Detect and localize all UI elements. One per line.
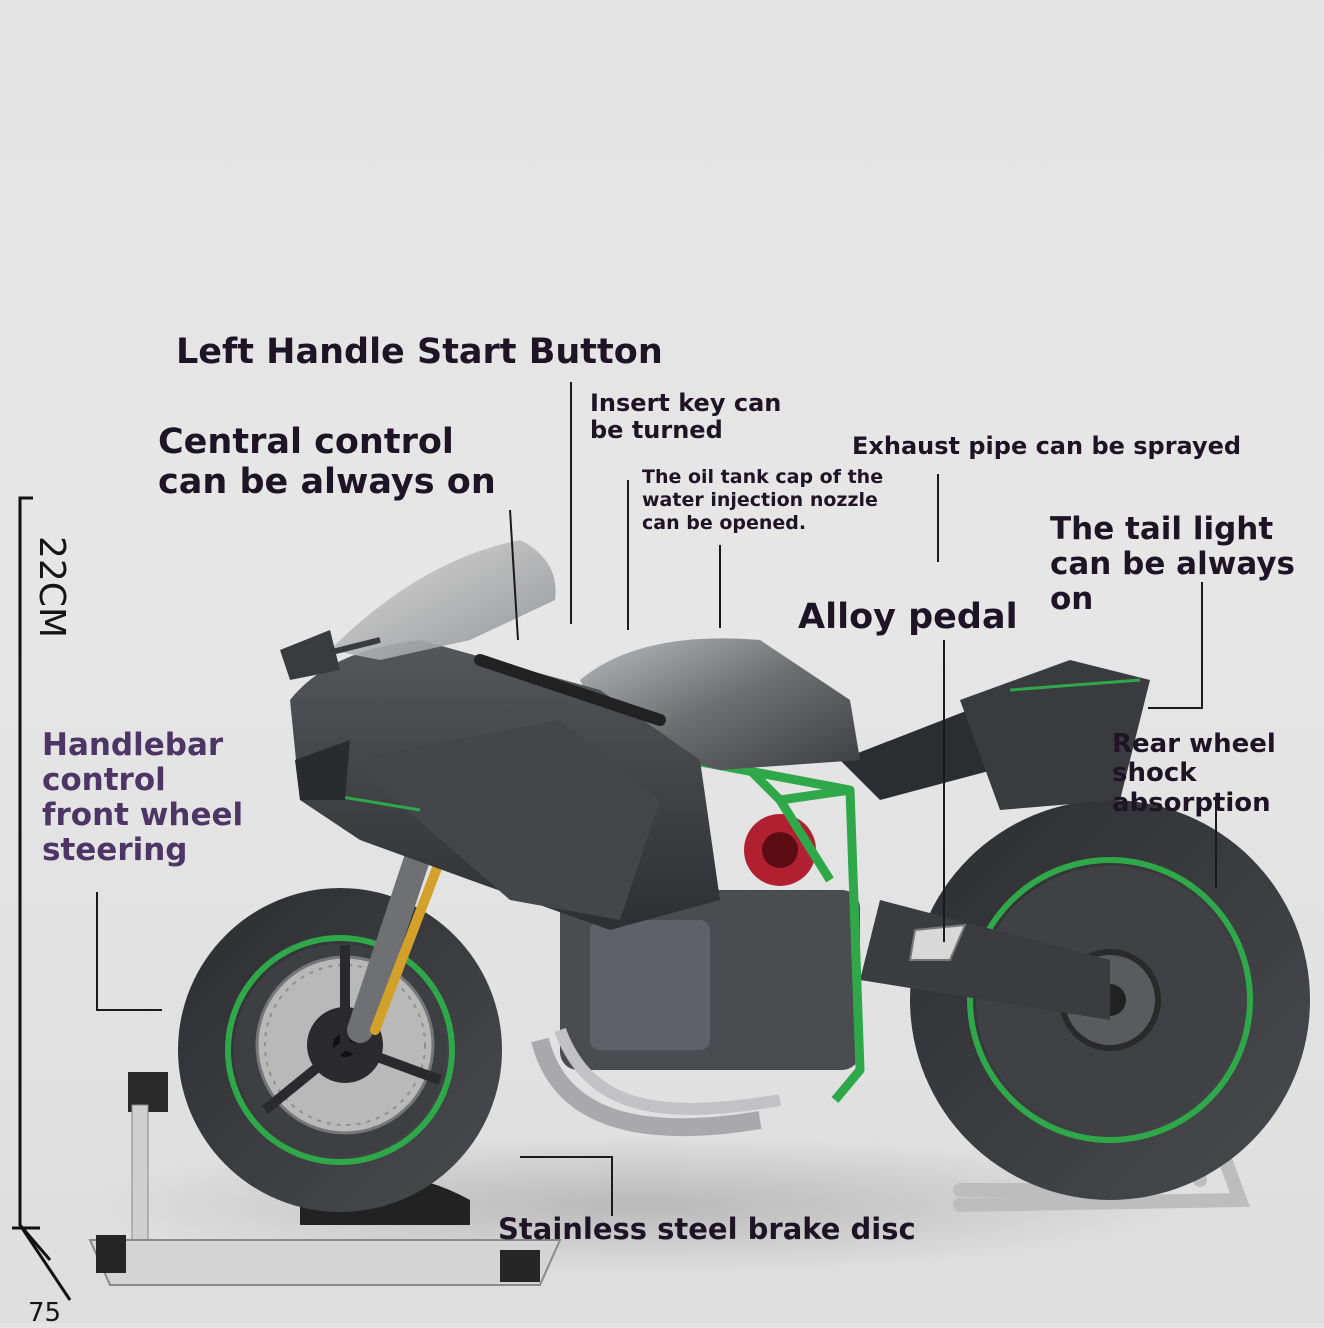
label-left-handle-start-button: Left Handle Start Button <box>176 332 663 372</box>
label-exhaust-pipe: Exhaust pipe can be sprayed <box>852 432 1242 460</box>
leader-lines <box>96 382 1217 1216</box>
mirror <box>280 630 381 680</box>
fairing <box>290 640 720 930</box>
length-dimension-label: 75 <box>28 1298 62 1328</box>
label-oil-tank-cap: The oil tank cap of the water injection … <box>642 466 884 535</box>
label-handlebar-control: Handlebar control front wheel steering <box>42 727 244 869</box>
front-wheel <box>178 888 502 1212</box>
height-dimension-label: 22CM <box>31 536 72 639</box>
dimension-frame <box>12 496 72 1301</box>
label-rear-wheel-shock: Rear wheel shock absorption <box>1112 729 1276 818</box>
front-stand <box>88 1072 562 1286</box>
label-alloy-pedal: Alloy pedal <box>798 597 1018 637</box>
windscreen <box>330 540 556 660</box>
alloy-pedal-part <box>908 923 967 961</box>
handlebar <box>474 654 666 726</box>
label-insert-key: Insert key can be turned <box>590 389 782 445</box>
engine <box>531 814 860 1137</box>
label-central-control: Central control can be always on <box>158 422 496 502</box>
seat-tail <box>840 660 1150 810</box>
label-tail-light: The tail light can be always on <box>1050 511 1295 618</box>
label-brake-disc: Stainless steel brake disc <box>498 1212 916 1246</box>
